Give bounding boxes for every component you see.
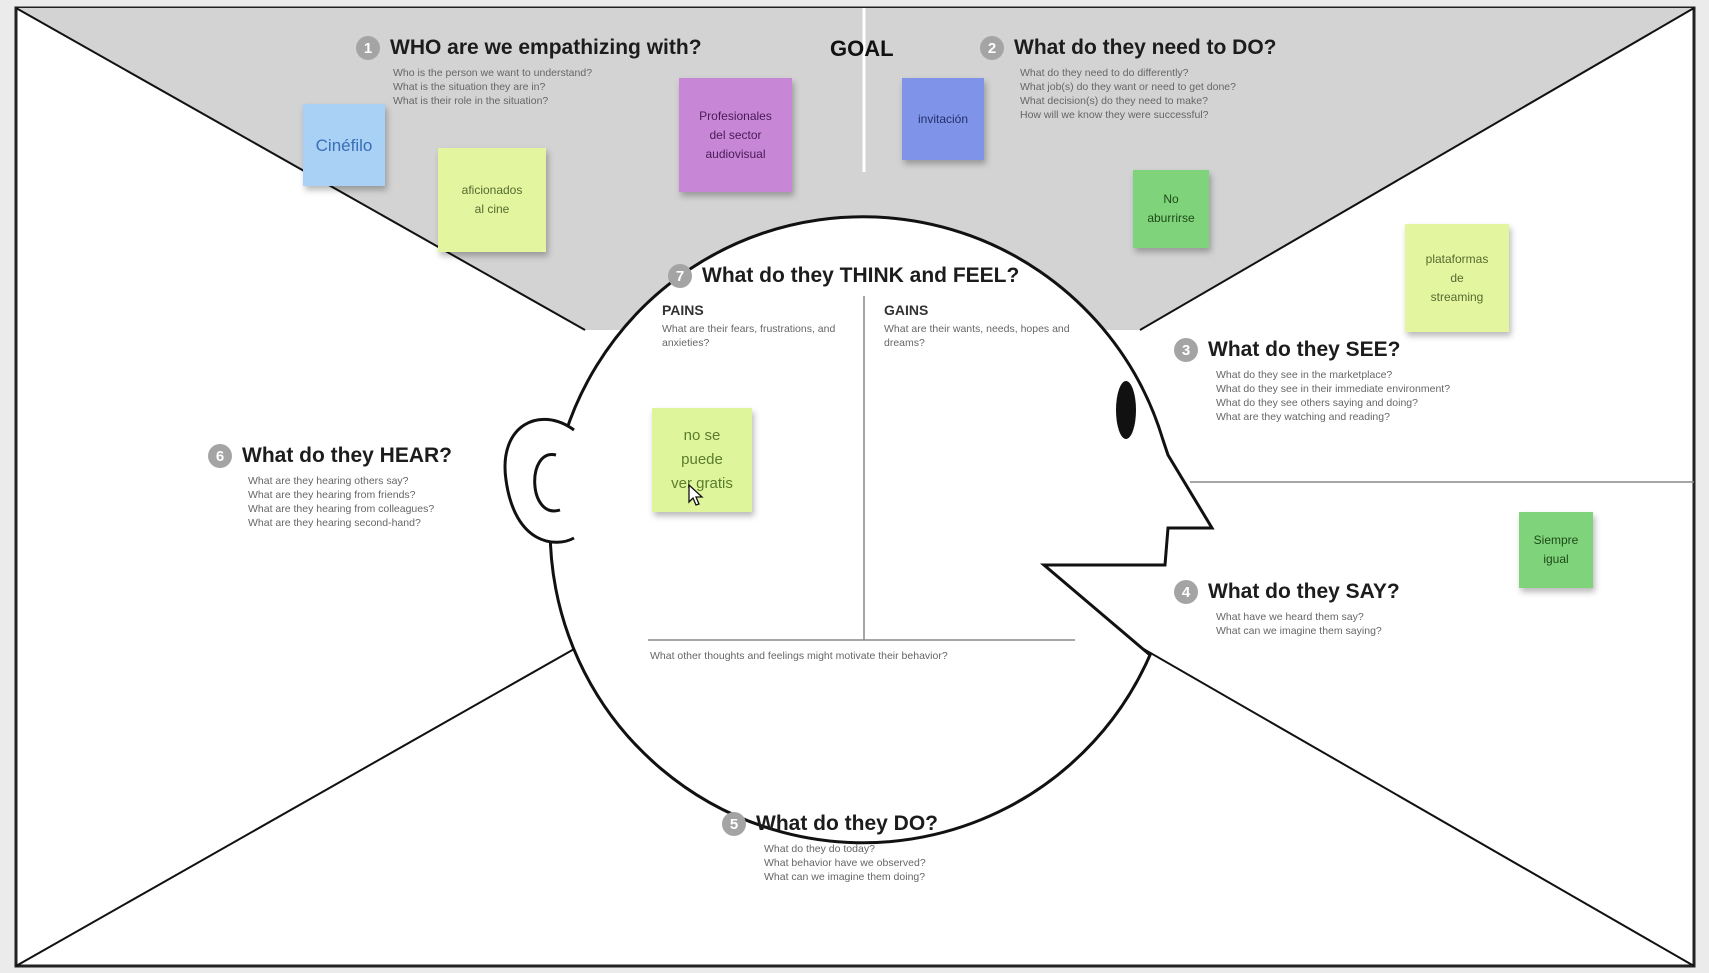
note-text: streaming bbox=[1430, 289, 1484, 304]
step-number-badge: 7 bbox=[668, 264, 692, 288]
note-text: aficionados bbox=[461, 183, 523, 197]
divider-bottom-left bbox=[15, 639, 591, 967]
question: Who is the person we want to understand? bbox=[393, 67, 593, 79]
sticky-note-aficionados[interactable]: aficionados al cine bbox=[438, 148, 546, 252]
question: What is the situation they are in? bbox=[393, 81, 546, 93]
note-text: ver gratis bbox=[671, 475, 733, 492]
note-text: Cinéfilo bbox=[315, 135, 373, 155]
gains-label: GAINS bbox=[884, 302, 929, 318]
step-number-badge: 3 bbox=[1174, 338, 1198, 362]
ear-inner bbox=[533, 453, 561, 513]
question: What do they need to do differently? bbox=[1020, 67, 1189, 79]
note-text: No bbox=[1163, 192, 1179, 206]
note-text: igual bbox=[1543, 552, 1569, 566]
question: What are they hearing others say? bbox=[248, 475, 409, 487]
sticky-note-no-gratis[interactable]: no se puede ver gratis bbox=[652, 408, 752, 512]
note-text: audiovisual bbox=[705, 146, 766, 161]
section-title: What do they DO? bbox=[756, 812, 938, 835]
gains-block: GAINS What are their wants, needs, hopes… bbox=[884, 302, 1074, 350]
note-text: Profesionales bbox=[699, 108, 772, 123]
note-text: del sector bbox=[709, 127, 762, 142]
note-text: no se bbox=[683, 427, 721, 444]
note-text: plataformas bbox=[1425, 251, 1489, 266]
section-title: What do they need to DO? bbox=[1014, 36, 1277, 59]
section-see: 3 What do they SEE? What do they see in t… bbox=[1174, 338, 1450, 424]
section-who: 1 WHO are we empathizing with? Who is the… bbox=[356, 36, 702, 108]
note-text: puede bbox=[681, 451, 723, 468]
section-do: 5 What do they DO? What do they do today?… bbox=[722, 812, 938, 884]
step-number-badge: 1 bbox=[356, 36, 380, 60]
step-number-badge: 6 bbox=[208, 444, 232, 468]
step-number-badge: 5 bbox=[722, 812, 746, 836]
pains-label: PAINS bbox=[662, 302, 704, 318]
question: How will we know they were successful? bbox=[1020, 109, 1209, 121]
question: What are they hearing from colleagues? bbox=[248, 503, 435, 515]
pains-block: PAINS What are their fears, frustrations… bbox=[662, 302, 852, 350]
sticky-note-plataformas[interactable]: plataformas de streaming bbox=[1405, 224, 1509, 332]
pains-question: What are their fears, frustrations, and … bbox=[662, 323, 836, 349]
step-number-badge: 4 bbox=[1174, 580, 1198, 604]
question: What do they see in their immediate envi… bbox=[1216, 383, 1451, 395]
gains-question: What are their wants, needs, hopes and d… bbox=[884, 323, 1070, 349]
divider-bottom-right bbox=[1127, 639, 1695, 967]
question: What are they hearing from friends? bbox=[248, 489, 416, 501]
section-title: What do they HEAR? bbox=[242, 444, 452, 467]
question: What can we imagine them doing? bbox=[764, 871, 926, 883]
divider-top-right bbox=[1139, 7, 1695, 331]
section-title: WHO are we empathizing with? bbox=[390, 36, 702, 59]
note-text: al cine bbox=[474, 202, 510, 216]
question: What do they see others saying and doing… bbox=[1216, 397, 1418, 409]
sticky-note-no-aburrirse[interactable]: No aburrirse bbox=[1133, 170, 1209, 248]
section-hear: 6 What do they HEAR? What are they hearin… bbox=[208, 444, 452, 530]
section-think-feel: 7 What do they THINK and FEEL? bbox=[668, 264, 1019, 294]
question: What have we heard them say? bbox=[1216, 611, 1364, 623]
question: What decision(s) do they need to make? bbox=[1020, 95, 1208, 107]
sticky-note-cinefilo[interactable]: Cinéfilo bbox=[303, 104, 385, 186]
question: What behavior have we observed? bbox=[764, 857, 926, 869]
top-shaded-region bbox=[16, 8, 1694, 330]
mouse-cursor-icon bbox=[688, 484, 704, 506]
question: What do they see in the marketplace? bbox=[1216, 369, 1393, 381]
section-title: What do they SAY? bbox=[1208, 580, 1400, 603]
section-do-need: 2 What do they need to DO? What do they n… bbox=[980, 36, 1277, 122]
question: What are they hearing second-hand? bbox=[248, 517, 421, 529]
other-thoughts-question: What other thoughts and feelings might m… bbox=[650, 650, 948, 662]
question: What job(s) do they want or need to get … bbox=[1020, 81, 1236, 93]
section-title: What do they THINK and FEEL? bbox=[702, 264, 1020, 287]
note-text: invitación bbox=[917, 111, 969, 126]
question: What is their role in the situation? bbox=[393, 95, 549, 107]
sticky-note-profesionales[interactable]: Profesionales del sector audiovisual bbox=[679, 78, 792, 192]
goal-label: GOAL bbox=[830, 36, 894, 61]
note-text: Siempre bbox=[1533, 533, 1579, 547]
section-say: 4 What do they SAY? What have we heard th… bbox=[1174, 580, 1400, 638]
sticky-note-siempre-igual[interactable]: Siempre igual bbox=[1519, 512, 1593, 588]
step-number-badge: 2 bbox=[980, 36, 1004, 60]
question: What are they watching and reading? bbox=[1216, 411, 1390, 423]
note-text: de bbox=[1450, 270, 1464, 285]
question: What can we imagine them saying? bbox=[1216, 625, 1382, 637]
eye bbox=[1116, 381, 1136, 439]
divider-top-left bbox=[15, 7, 586, 331]
section-title: What do they SEE? bbox=[1208, 338, 1401, 361]
sticky-note-invitacion[interactable]: invitación bbox=[902, 78, 984, 160]
question: What do they do today? bbox=[764, 843, 875, 855]
note-text: aburrirse bbox=[1147, 211, 1195, 225]
